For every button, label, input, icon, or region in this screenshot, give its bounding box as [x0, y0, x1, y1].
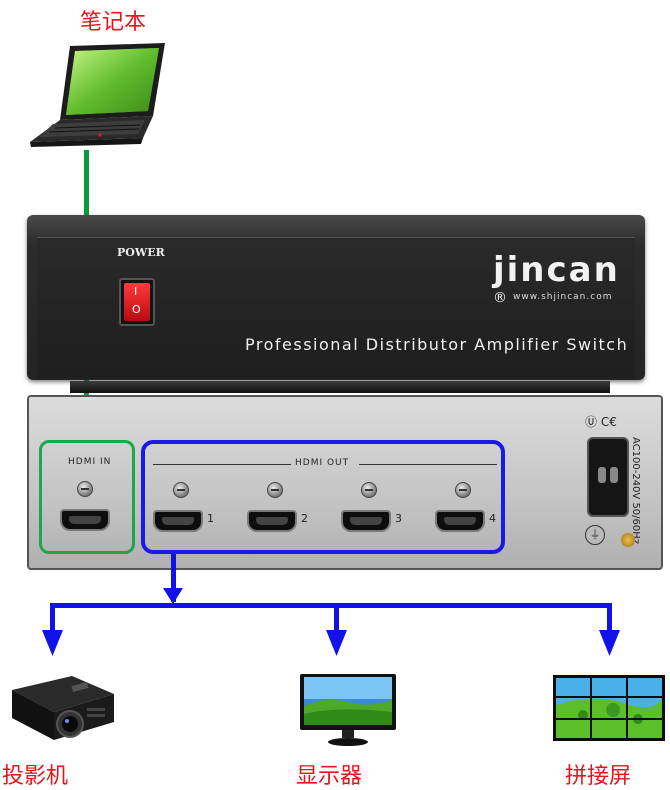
hdmi-in-screw — [77, 481, 93, 497]
hdmi-out-2-number: 2 — [301, 512, 308, 525]
switch-on-mark: I — [134, 285, 138, 298]
registered-mark: ® — [493, 290, 509, 306]
hdmi-out-group: HDMI OUT 1 2 3 4 — [141, 440, 505, 554]
power-switch[interactable]: I O — [119, 278, 155, 326]
projector-icon — [12, 676, 114, 740]
hdmi-out-3-port[interactable] — [341, 510, 391, 532]
output-trunk-arrow — [163, 588, 183, 604]
hdmi-out-3-screw — [361, 482, 377, 498]
hdmi-out-2-port[interactable] — [247, 510, 297, 532]
power-label: POWER — [117, 246, 165, 259]
output-trunk-line — [171, 554, 176, 602]
monitor-icon — [300, 674, 396, 746]
hdmi-out-2-screw — [267, 482, 283, 498]
hdmi-out-3-number: 3 — [395, 512, 402, 525]
display-label: 显示器 — [296, 764, 363, 789]
hdmi-out-label: HDMI OUT — [295, 458, 350, 468]
switch-off-mark: O — [132, 303, 141, 316]
front-panel-base — [70, 381, 610, 393]
output-branch-projector — [50, 603, 55, 633]
laptop-label: 笔记本 — [80, 10, 147, 35]
brand-name: jincan — [493, 250, 620, 290]
product-title: Professional Distributor Amplifier Switc… — [245, 335, 629, 354]
power-inlet[interactable] — [587, 437, 629, 517]
hdmi-out-1-port[interactable] — [153, 510, 203, 532]
video-wall-icon — [553, 675, 665, 741]
display-arrow-head — [326, 630, 347, 656]
hdmi-out-rule — [153, 464, 291, 465]
hdmi-out-1-screw — [173, 482, 189, 498]
rear-panel: HDMI IN HDMI OUT 1 2 3 4 Ⓤ C€ AC100-240V… — [27, 395, 663, 570]
front-panel: POWER I O jincan ® www.shjincan.com Prof… — [27, 215, 645, 380]
hdmi-in-label: HDMI IN — [68, 457, 112, 467]
ground-terminal-icon — [621, 533, 635, 547]
projector-label: 投影机 — [2, 764, 69, 789]
certification-marks-icon: Ⓤ C€ — [585, 415, 617, 429]
videowall-arrow-head — [599, 630, 620, 656]
hdmi-out-rule — [359, 464, 497, 465]
power-spec: AC100-240V 50/60Hz — [630, 437, 641, 545]
brand-logo: jincan ® — [493, 250, 635, 330]
hdmi-out-4-port[interactable] — [435, 510, 485, 532]
projector-arrow-head — [42, 630, 63, 656]
brand-website: www.shjincan.com — [513, 292, 613, 302]
hdmi-out-4-number: 4 — [489, 512, 496, 525]
output-branch-display — [334, 603, 339, 633]
ground-symbol-icon: ⏚ — [585, 525, 605, 545]
videowall-label: 拼接屏 — [565, 764, 632, 789]
hdmi-in-group: HDMI IN — [39, 440, 135, 554]
laptop-icon — [30, 43, 165, 147]
hdmi-in-port[interactable] — [60, 509, 110, 531]
hdmi-out-1-number: 1 — [207, 512, 214, 525]
hdmi-out-4-screw — [455, 482, 471, 498]
output-bus-line — [50, 603, 612, 608]
front-face: POWER I O jincan ® www.shjincan.com Prof… — [37, 237, 635, 378]
output-branch-videowall — [607, 603, 612, 633]
